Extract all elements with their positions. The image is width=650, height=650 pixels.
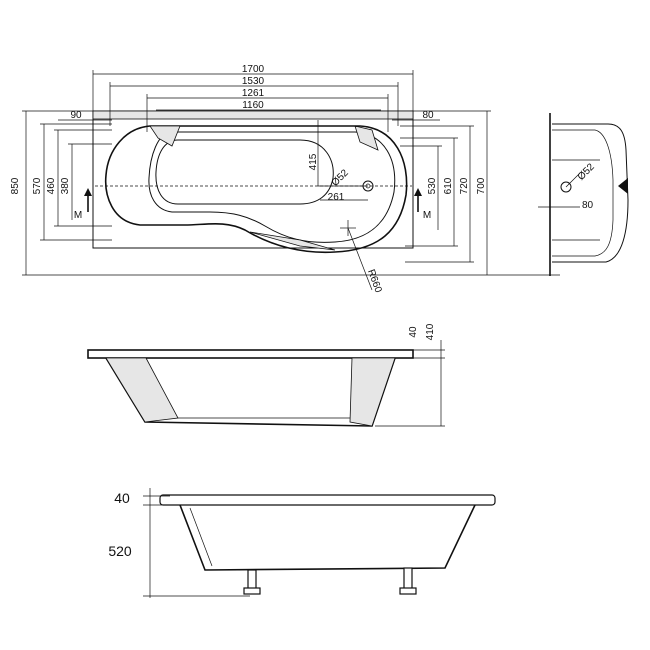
legs-body: [179, 504, 476, 571]
side-view-legs: 40 520: [108, 488, 496, 598]
dim-offset-right: 80: [422, 110, 434, 121]
dim-inner-short: 1160: [242, 100, 264, 111]
plan-basin-outer: [104, 125, 408, 254]
plan-height-dims-right: [400, 110, 491, 275]
leg-right-icon: [403, 567, 413, 591]
leg-right-foot-icon: [399, 587, 417, 595]
leg-left-foot-icon: [243, 587, 261, 595]
marker-right-label: M: [423, 210, 431, 221]
dim-offset-left: 90: [70, 110, 82, 121]
dim-overall-height: 850: [10, 177, 21, 194]
dim-overall-width: 1700: [242, 64, 265, 75]
legs-rim: [159, 494, 496, 506]
dim-height-570: 570: [32, 177, 43, 194]
side-rim-label: 40: [408, 326, 419, 338]
side-depth-label: 410: [425, 323, 436, 340]
side-view-rim: [87, 349, 414, 359]
dim-rim-width: 1530: [242, 76, 265, 87]
plan-rim-strip: [92, 110, 414, 120]
plan-inner-slot: [155, 139, 334, 205]
plan-width-dims: [58, 70, 440, 132]
dim-drain-offset: 261: [328, 192, 345, 203]
end-offset-label: 80: [582, 200, 594, 211]
plan-corner-left: [149, 125, 181, 147]
end-view-tip: [618, 178, 628, 194]
end-drain-leader: [565, 172, 581, 188]
dim-height-380: 380: [60, 177, 71, 194]
dim-height-610: 610: [443, 177, 454, 194]
plan-corner-right: [354, 125, 379, 151]
plan-view: 1700 1530 1261 1160 90 80 850 570 460 38…: [10, 64, 560, 295]
radius-leader: [347, 227, 373, 291]
dim-height-720: 720: [459, 177, 470, 194]
side-view-shade-left: [105, 357, 179, 423]
end-drain-icon: [560, 181, 572, 193]
end-view-outline: [552, 123, 629, 263]
marker-left-label: M: [74, 210, 82, 221]
legs-rim-label: 40: [114, 490, 130, 506]
end-view: Ø52 80: [538, 113, 629, 276]
dim-height-530: 530: [427, 177, 438, 194]
marker-left-arrowhead: [84, 188, 92, 196]
end-view-inner: [552, 129, 614, 257]
side-view-shade-right: [349, 357, 396, 427]
dim-inner-long: 1261: [242, 88, 265, 99]
dim-height-460: 460: [46, 177, 57, 194]
plan-height-dims-left: [22, 110, 560, 276]
end-drain-diameter: Ø52: [576, 161, 597, 182]
side-view: 40 410: [87, 323, 445, 427]
plan-front-panel: [249, 231, 336, 251]
leg-left-icon: [247, 569, 257, 591]
dim-radius: R660: [365, 268, 384, 295]
dim-height-700: 700: [476, 177, 487, 194]
marker-right-arrowhead: [414, 188, 422, 196]
drain-inner-icon: [365, 183, 371, 189]
legs-depth-label: 520: [108, 543, 132, 559]
plan-basin-inner: [148, 131, 396, 243]
dim-drain-height: 415: [308, 153, 319, 170]
legs-body-inner: [189, 507, 213, 567]
